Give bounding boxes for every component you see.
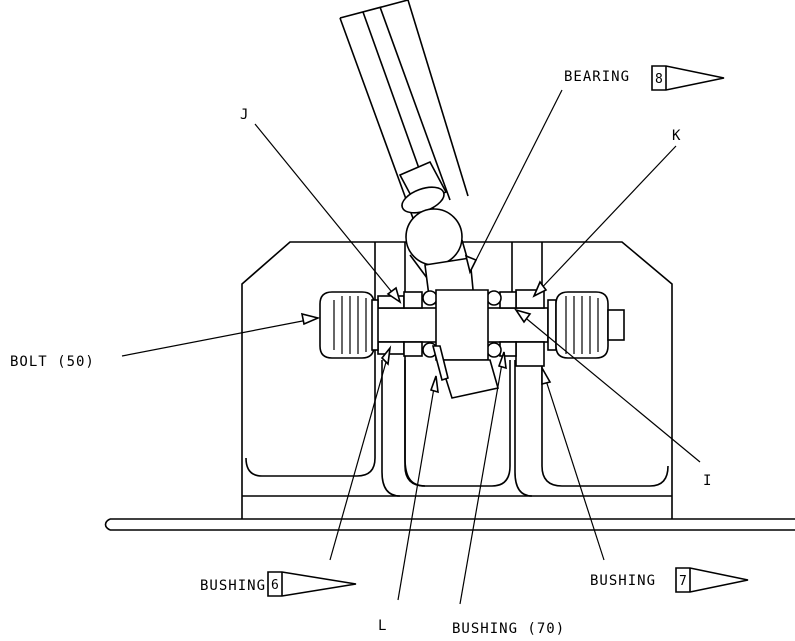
arrow-bearing — [464, 254, 478, 275]
arrow-bushing-bottom — [497, 351, 507, 370]
leader-bearing — [469, 89, 563, 273]
label-k: K — [672, 128, 681, 144]
arrow-bolt — [300, 312, 321, 326]
leader-j — [254, 123, 401, 303]
right-nut — [547, 291, 625, 359]
arrow-bushing-right — [541, 364, 552, 386]
flag-number-bearing: 8 — [655, 72, 663, 87]
left-nut — [319, 291, 379, 359]
callout-labels: BEARING 8 J K BOLT (50) I BUSHING 6 BUSH… — [10, 65, 749, 637]
leader-bushing-right — [541, 367, 605, 561]
label-bearing: BEARING — [564, 69, 630, 85]
arrow-i — [514, 308, 532, 324]
leader-i — [515, 309, 701, 463]
label-bolt: BOLT (50) — [10, 354, 95, 370]
leader-k — [533, 145, 677, 297]
leader-lines — [121, 89, 701, 605]
flag-number-bushing-right: 7 — [679, 574, 687, 589]
flag-bearing — [651, 65, 725, 91]
label-bushing-bottom: BUSHING (70) — [452, 621, 565, 637]
label-l: L — [378, 618, 387, 634]
leader-bushing-left — [329, 347, 391, 561]
base-plate — [104, 518, 795, 531]
leader-l — [397, 375, 437, 601]
label-bushing-left: BUSHING — [200, 578, 266, 594]
label-bushing-right: BUSHING — [590, 573, 656, 589]
arrow-bushing-left — [380, 345, 392, 366]
arrow-k — [532, 280, 548, 298]
bushings — [377, 289, 545, 399]
leader-bushing-bottom — [459, 351, 505, 605]
flag-bushing-right — [675, 567, 749, 593]
label-j: J — [240, 107, 249, 123]
flag-bushing-left — [267, 571, 357, 597]
label-i: I — [703, 473, 712, 489]
connecting-rod — [339, 0, 475, 305]
flag-number-bushing-left: 6 — [271, 578, 279, 593]
arrow-l — [429, 375, 439, 394]
leader-bolt — [121, 317, 319, 357]
arrow-j — [386, 286, 402, 304]
